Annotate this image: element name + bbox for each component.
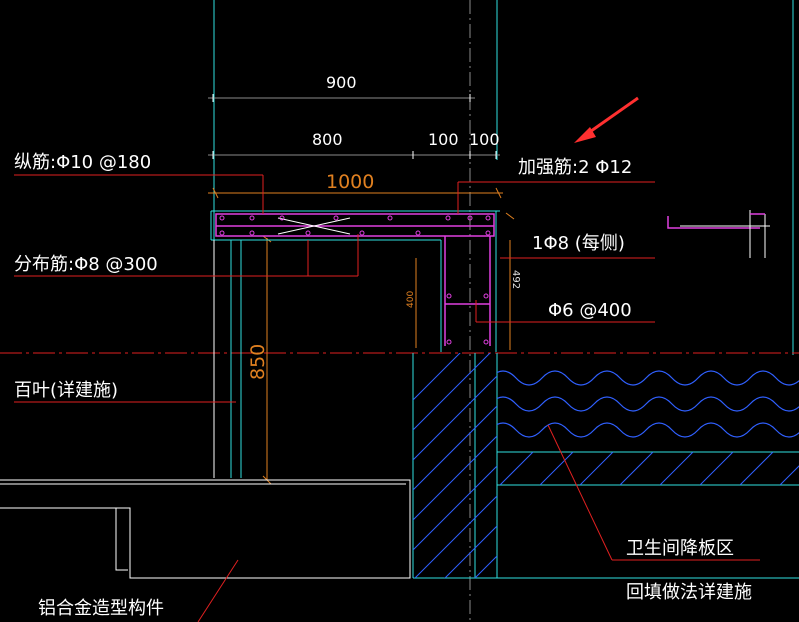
dim-1000: 1000 — [326, 171, 374, 193]
label-reinforcing-bars: 加强筋:2 Φ12 — [518, 157, 632, 178]
wall-outline — [210, 210, 799, 579]
label-louver: 百叶(详建施) — [14, 380, 118, 401]
label-aluminum-component: 铝合金造型构件 — [38, 598, 164, 619]
label-backfill-note: 回填做法详建施 — [626, 582, 752, 603]
dimension-lines — [208, 94, 515, 485]
label-bathroom-area: 卫生间降板区 — [626, 538, 734, 559]
dim-800: 800 — [312, 130, 343, 149]
label-each-side: 1Φ8 (每侧) — [532, 233, 625, 254]
label-distribution-bars: 分布筋:Φ8 @300 — [14, 254, 158, 275]
slab-hatch — [499, 452, 799, 485]
dim-492: 492 — [510, 270, 521, 289]
aluminum-profile — [0, 479, 411, 579]
rebar — [215, 213, 495, 346]
leader-lines — [14, 174, 760, 622]
dim-100-a: 100 — [428, 130, 459, 149]
dim-850: 850 — [247, 344, 269, 380]
label-longitudinal-bars: 纵筋:Φ10 @180 — [14, 152, 151, 173]
bathroom-wave-infill — [497, 370, 799, 438]
corner-detail — [667, 210, 770, 258]
label-stirrup: Φ6 @400 — [548, 300, 632, 321]
dim-900: 900 — [326, 73, 357, 92]
dim-400: 400 — [406, 291, 416, 308]
dim-100-b: 100 — [469, 130, 500, 149]
concrete-hatch — [413, 353, 497, 578]
red-arrow-icon — [574, 96, 639, 143]
